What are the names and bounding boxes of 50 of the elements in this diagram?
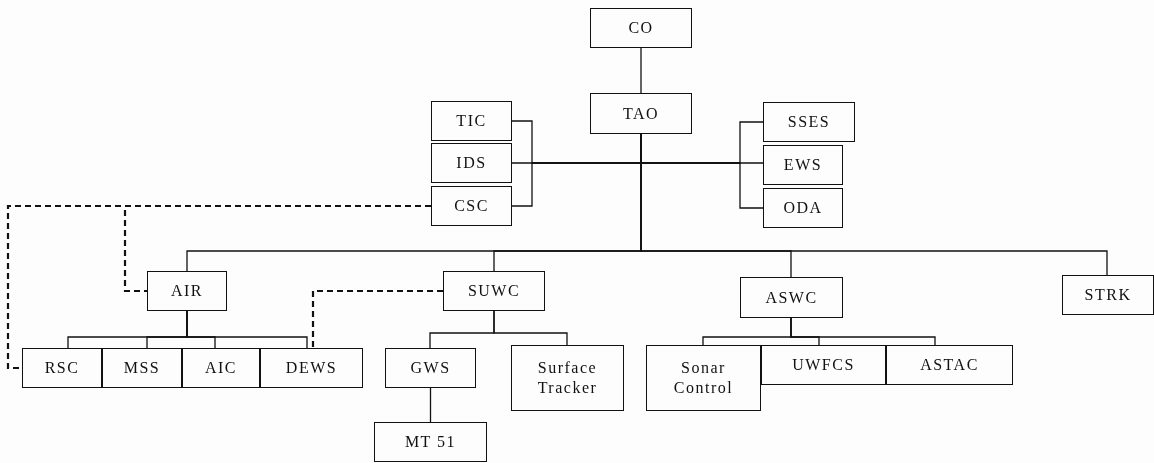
org-box	[431, 101, 512, 141]
box-label: SUWC	[467, 281, 521, 301]
org-box	[385, 348, 476, 388]
org-box	[22, 348, 102, 388]
box-label: IDS	[456, 153, 487, 173]
org-box	[511, 345, 624, 411]
box-label: ASTAC	[920, 355, 979, 375]
org-box	[763, 188, 843, 228]
org-box	[740, 277, 843, 318]
box-label: SSES	[787, 112, 831, 132]
box-label: MSS	[123, 358, 161, 378]
box-label: STRK	[1084, 285, 1132, 305]
box-label: ASWC	[765, 287, 818, 308]
box-label: Surface Tracker	[536, 358, 599, 398]
box-label: TAO	[622, 103, 660, 124]
org-box	[374, 422, 487, 462]
box-label: MT 51	[404, 432, 457, 452]
connector-line	[186, 310, 308, 349]
org-box	[182, 348, 260, 388]
box-label: TIC	[456, 111, 487, 131]
org-box	[431, 143, 512, 183]
org-box	[102, 348, 182, 388]
org-box	[431, 186, 512, 226]
org-box	[763, 145, 843, 185]
org-box	[1062, 275, 1154, 315]
box-label: RSC	[44, 358, 80, 378]
box-label: EWS	[783, 155, 823, 175]
org-box	[147, 271, 227, 311]
box-label: GWS	[410, 358, 451, 378]
org-box	[886, 345, 1013, 385]
box-label: DEWS	[285, 358, 338, 378]
box-label: CO	[628, 18, 654, 38]
org-box	[590, 93, 692, 134]
org-box	[590, 8, 692, 48]
dashed-connector	[311, 289, 443, 348]
connector-line	[493, 310, 568, 346]
org-box	[761, 345, 886, 385]
box-label: AIR	[170, 281, 204, 301]
connector-line	[640, 47, 642, 94]
box-label: Sonar Control	[672, 358, 735, 398]
box-label: AIC	[204, 358, 238, 378]
connector-line	[429, 387, 432, 423]
box-label: CSC	[454, 196, 489, 216]
box-label: UWFCS	[792, 355, 855, 375]
box-label: ODA	[783, 198, 823, 218]
org-box	[260, 348, 363, 388]
org-box	[763, 102, 855, 142]
org-box	[443, 271, 545, 311]
connector-line	[790, 317, 936, 346]
org-box	[646, 345, 761, 411]
